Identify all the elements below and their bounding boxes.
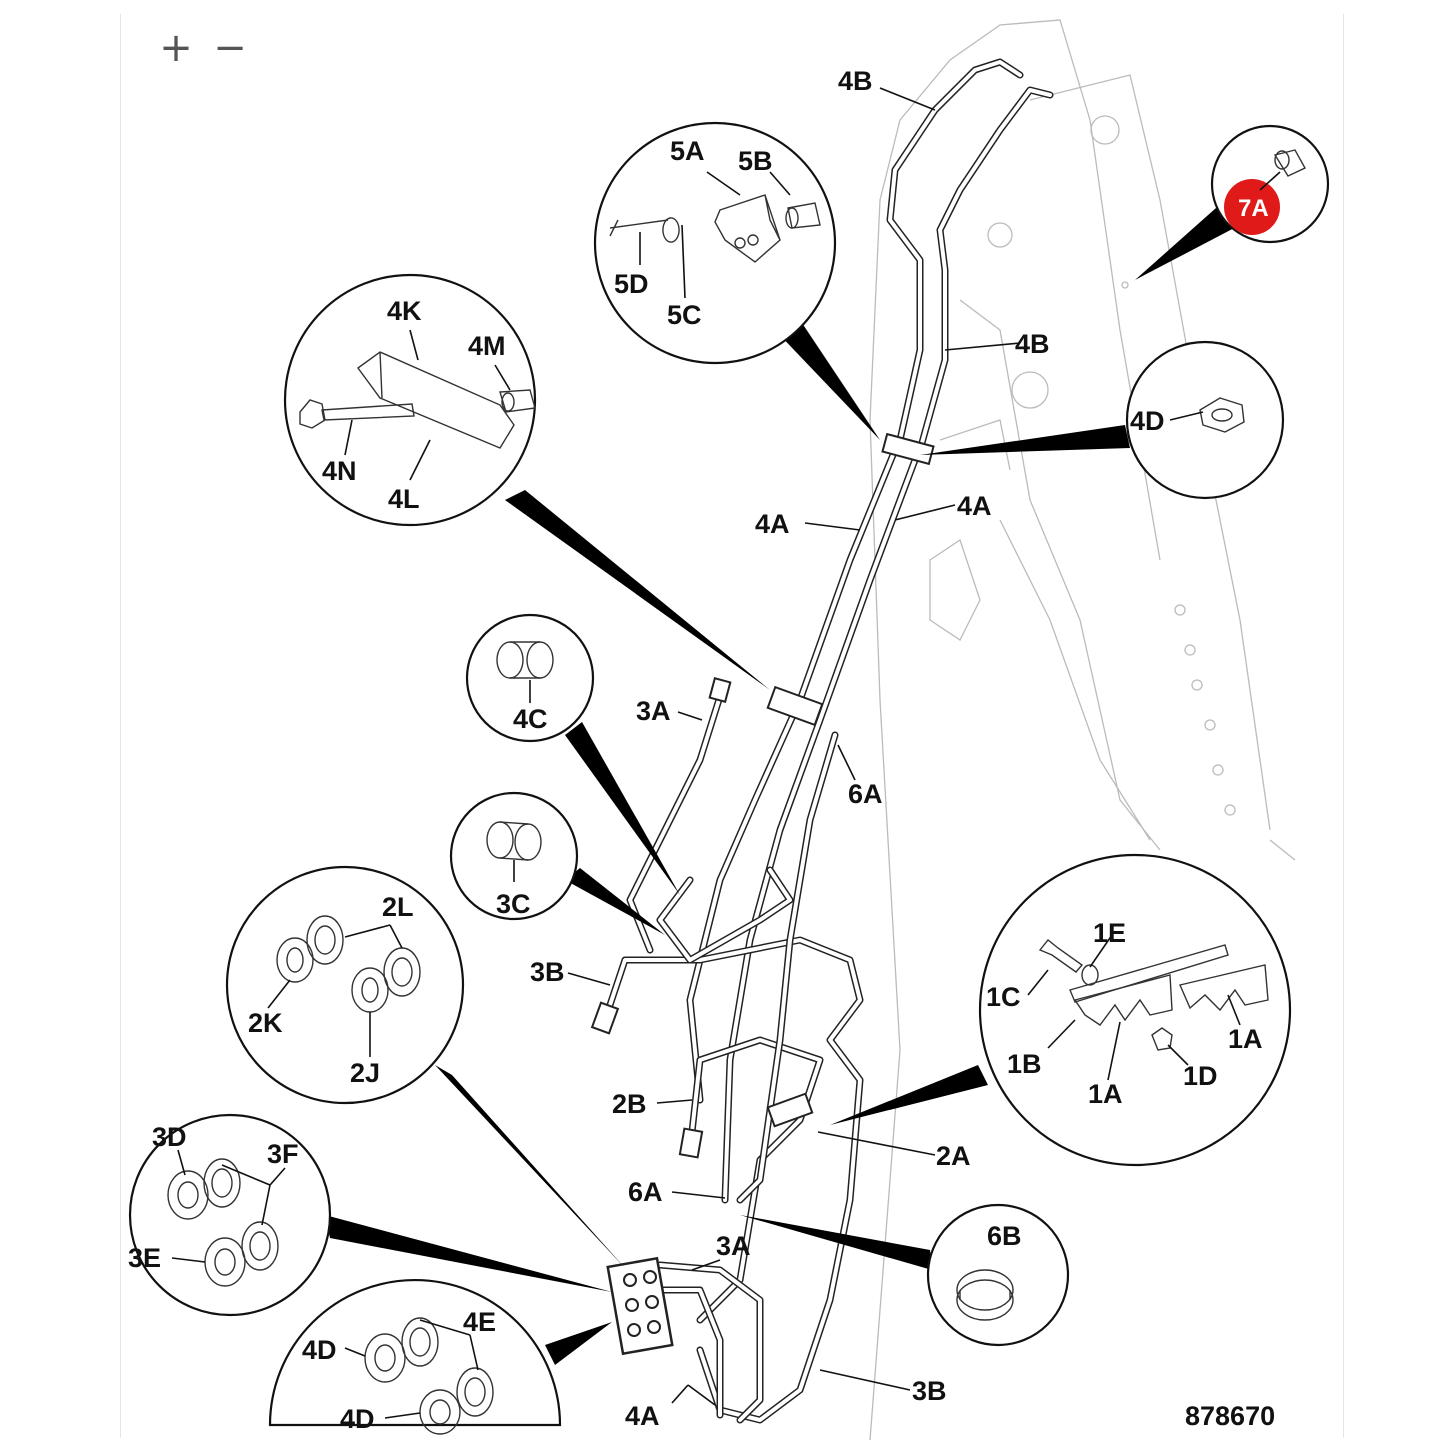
callout-5-group (593, 121, 837, 365)
label-4B-mid[interactable]: 4B (1015, 329, 1050, 359)
label-7A[interactable]: 7A (1238, 195, 1269, 222)
boom-structure (869, 19, 1296, 1441)
label-3B-bottom[interactable]: 3B (912, 1376, 947, 1406)
part-labels: 4B 5A 5B 5D 5C 7A 4K 4M 4N 4L 4B 4D 4A 4… (128, 66, 1275, 1434)
callout-4K-group (283, 273, 537, 527)
label-1A-right[interactable]: 1A (1228, 1024, 1263, 1054)
figure-number: 878670 (1185, 1401, 1275, 1431)
label-6A-mid[interactable]: 6A (848, 779, 883, 809)
label-5B[interactable]: 5B (738, 146, 773, 176)
hydraulic-pipes (590, 58, 1054, 1424)
label-4B-top[interactable]: 4B (838, 66, 873, 96)
label-3C[interactable]: 3C (496, 889, 531, 919)
callout-3-group (128, 1113, 332, 1317)
label-4E[interactable]: 4E (463, 1307, 496, 1337)
callout-7A-group (1210, 124, 1330, 244)
label-4C[interactable]: 4C (513, 704, 548, 734)
label-6A-low[interactable]: 6A (628, 1177, 663, 1207)
label-4A-left[interactable]: 4A (755, 509, 790, 539)
label-4L[interactable]: 4L (388, 484, 420, 514)
callout-4D-top-group (1125, 340, 1285, 500)
callout-pointers (325, 200, 1240, 1365)
label-3A-low[interactable]: 3A (716, 1231, 751, 1261)
label-2B[interactable]: 2B (612, 1089, 647, 1119)
label-4N[interactable]: 4N (322, 456, 357, 486)
label-1B[interactable]: 1B (1007, 1049, 1042, 1079)
callout-6B-group (926, 1203, 1070, 1347)
label-4D-top[interactable]: 4D (1130, 406, 1165, 436)
zoom-out-button[interactable]: − (213, 25, 247, 71)
label-3F[interactable]: 3F (267, 1139, 299, 1169)
callout-4C-group (465, 613, 595, 743)
label-2J[interactable]: 2J (350, 1058, 380, 1088)
label-3A-mid[interactable]: 3A (636, 696, 671, 726)
callout-4-lower-group (268, 1278, 562, 1435)
label-6B[interactable]: 6B (987, 1221, 1022, 1251)
label-4A-right[interactable]: 4A (957, 491, 992, 521)
label-1A-bottom[interactable]: 1A (1088, 1079, 1123, 1109)
label-4D-bottom-1[interactable]: 4D (302, 1335, 337, 1365)
label-4M[interactable]: 4M (468, 331, 506, 361)
label-4A-bottom[interactable]: 4A (625, 1401, 660, 1431)
label-1C[interactable]: 1C (986, 982, 1021, 1012)
callout-1-group (978, 853, 1292, 1167)
label-5A[interactable]: 5A (670, 136, 705, 166)
leader-lines (171, 87, 1281, 1419)
callout-2-group (225, 865, 465, 1105)
zoom-in-button[interactable]: + (159, 25, 193, 71)
label-3E[interactable]: 3E (128, 1243, 161, 1273)
label-1E[interactable]: 1E (1093, 918, 1126, 948)
label-4D-bottom-2[interactable]: 4D (340, 1404, 375, 1434)
highlight-marker[interactable] (1224, 179, 1280, 235)
label-2A[interactable]: 2A (936, 1141, 971, 1171)
label-4K[interactable]: 4K (387, 296, 422, 326)
label-5D[interactable]: 5D (614, 269, 649, 299)
label-2L[interactable]: 2L (382, 892, 414, 922)
label-3D[interactable]: 3D (152, 1122, 187, 1152)
label-2K[interactable]: 2K (248, 1008, 283, 1038)
label-5C[interactable]: 5C (667, 300, 702, 330)
callout-3C-group (449, 791, 579, 921)
label-1D[interactable]: 1D (1183, 1061, 1218, 1091)
label-3B-left[interactable]: 3B (530, 957, 565, 987)
